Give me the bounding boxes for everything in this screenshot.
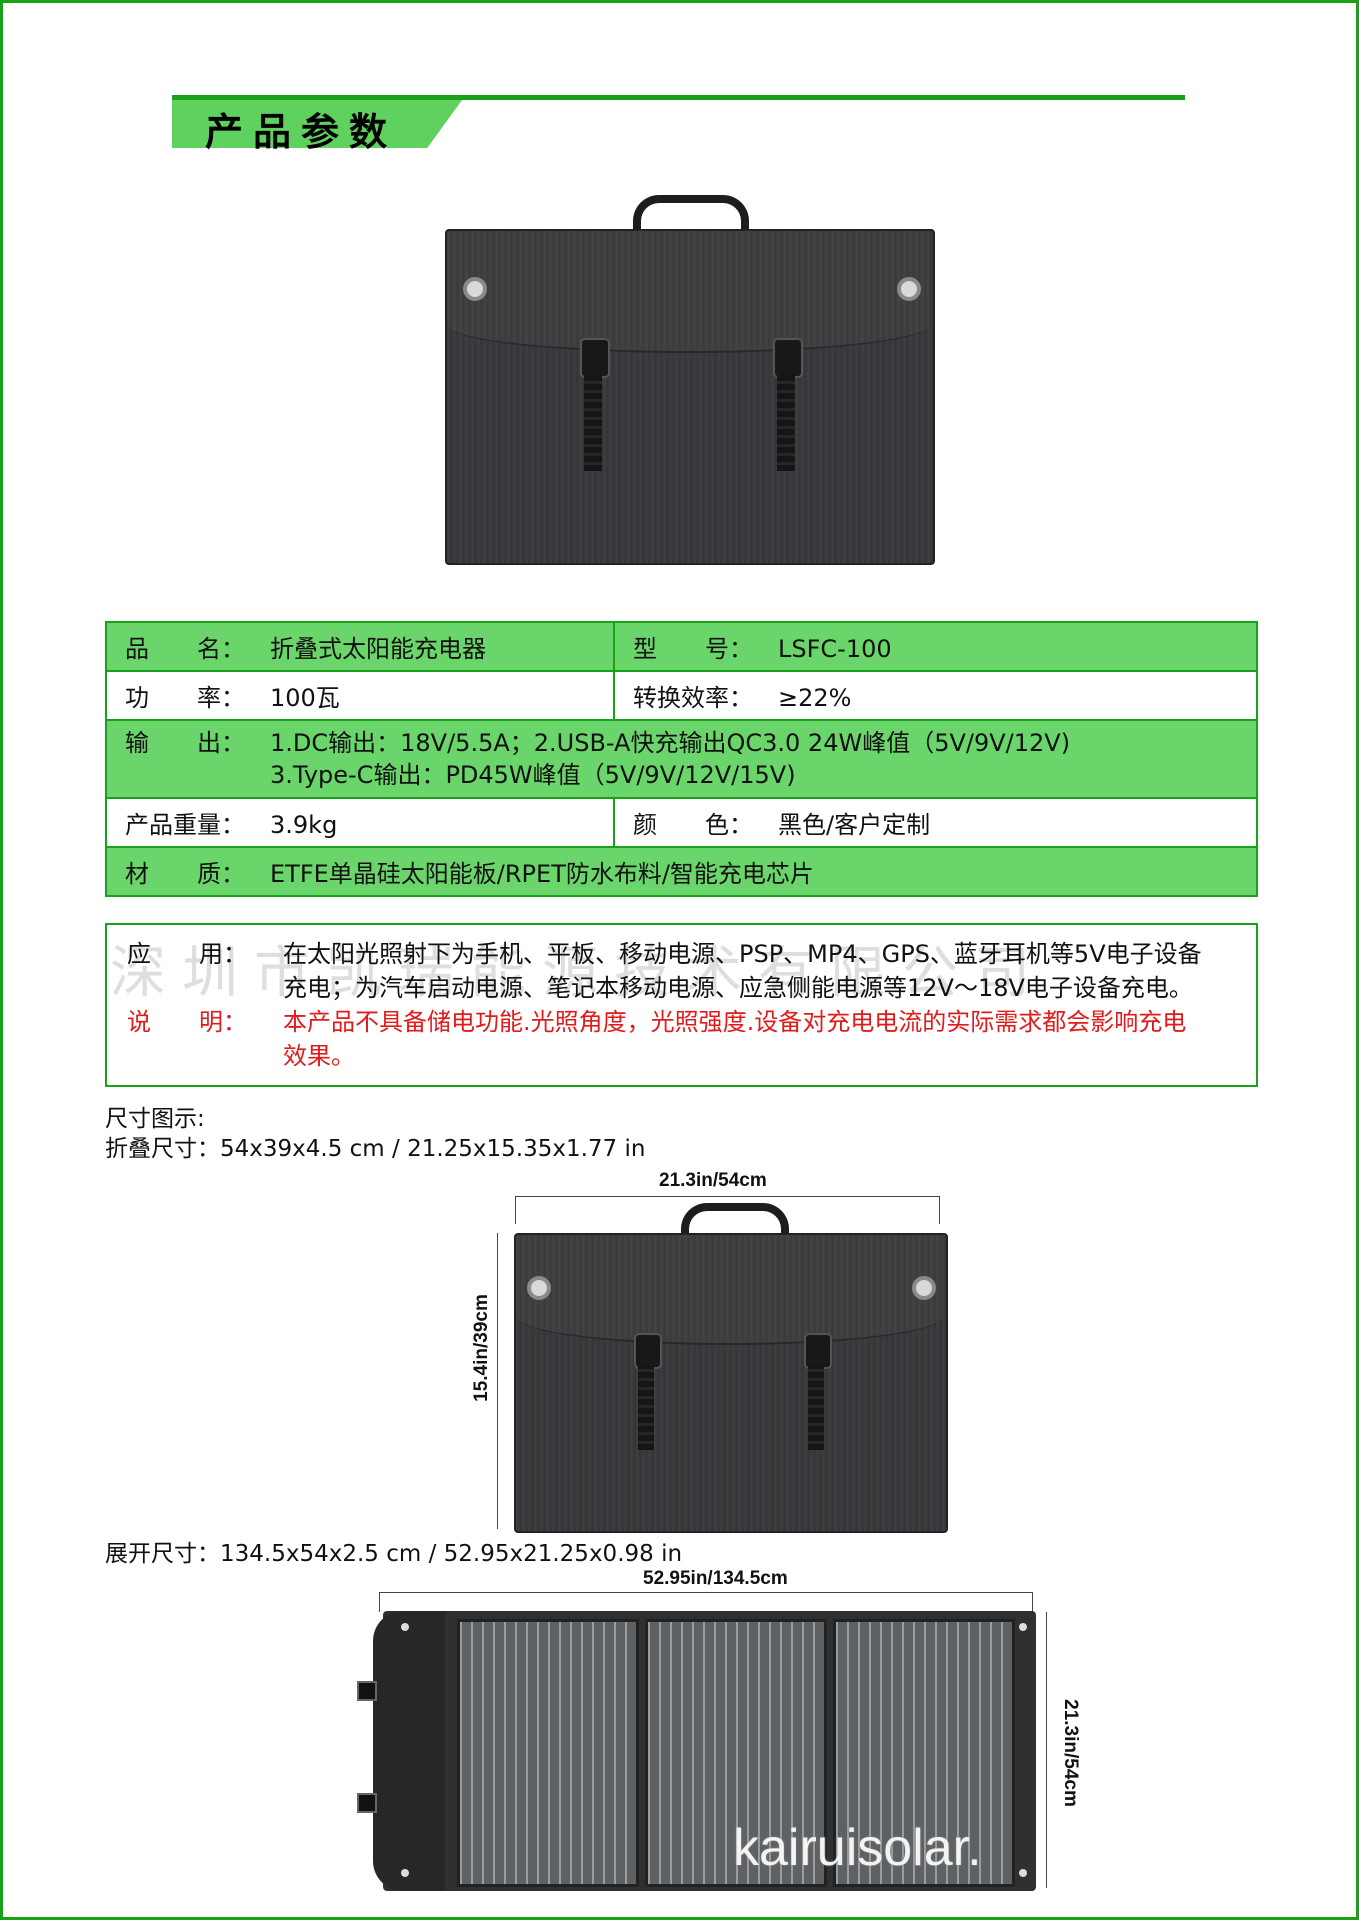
table-row: 材 质： ETFE单晶硅太阳能板/RPET防水布料/智能充电芯片	[105, 846, 1258, 897]
power-value: 100瓦	[270, 684, 340, 712]
application-line2: 充电；为汽车启动电源、笔记本移动电源、应急侧能电源等12V～18V电子设备充电。	[283, 974, 1193, 1002]
company-watermark: 深圳市凯瑞能源技术有限公司	[110, 941, 1046, 1006]
name-value: 折叠式太阳能充电器	[270, 635, 486, 663]
color-label: 颜 色：	[633, 811, 753, 839]
product-image-unfolded	[357, 1611, 1036, 1891]
weight-value: 3.9kg	[270, 811, 338, 839]
unfolded-height-label: 21.3in/54cm	[1060, 1699, 1081, 1807]
product-image-folded	[445, 195, 935, 570]
color-value: 黑色/客户定制	[778, 811, 931, 839]
unfolded-height-line	[1046, 1612, 1047, 1888]
folded-size-text: 折叠尺寸：54x39x4.5 cm / 21.25x15.35x1.77 in	[105, 1136, 646, 1162]
efficiency-label: 转换效率：	[633, 684, 753, 712]
size-heading: 尺寸图示:	[105, 1106, 205, 1132]
dim-tick	[1032, 1592, 1033, 1612]
note-line1: 本产品不具备储电功能.光照角度，光照强度.设备对充电电流的实际需求都会影响充电	[283, 1008, 1187, 1036]
note-label: 说 明：	[127, 1008, 247, 1036]
header-rule	[172, 95, 1185, 100]
output-value-line2: 3.Type-C输出：PD45W峰值（5V/9V/12V/15V)	[270, 761, 796, 789]
folded-height-label: 15.4in/39cm	[471, 1294, 492, 1402]
folded-width-label: 21.3in/54cm	[659, 1170, 767, 1191]
table-row: 品 名： 折叠式太阳能充电器 型 号： LSFC-100	[105, 621, 1258, 672]
application-box	[105, 923, 1258, 1087]
dim-tick	[379, 1592, 380, 1612]
table-row: 产品重量： 3.9kg 颜 色： 黑色/客户定制	[105, 797, 1258, 848]
folded-height-line	[497, 1233, 498, 1529]
unfolded-size-text: 展开尺寸：134.5x54x2.5 cm / 52.95x21.25x0.98 …	[105, 1541, 683, 1567]
application-label: 应 用：	[127, 940, 247, 968]
model-value: LSFC-100	[778, 635, 892, 663]
material-label: 材 质：	[125, 860, 245, 888]
table-row: 功 率： 100瓦 转换效率： ≥22%	[105, 670, 1258, 721]
note-line2: 效果。	[283, 1042, 355, 1070]
power-label: 功 率：	[125, 684, 245, 712]
efficiency-value: ≥22%	[778, 684, 852, 712]
dim-tick	[515, 1196, 516, 1224]
unfolded-width-label: 52.95in/134.5cm	[643, 1568, 788, 1589]
name-label: 品 名：	[125, 635, 245, 663]
page-title: 产品参数	[205, 110, 398, 154]
folded-width-line	[515, 1196, 940, 1197]
product-image-dimensioned	[514, 1203, 948, 1533]
output-value-line1: 1.DC输出：18V/5.5A；2.USB-A快充输出QC3.0 24W峰值（5…	[270, 729, 1071, 757]
table-row: 输 出： 1.DC输出：18V/5.5A；2.USB-A快充输出QC3.0 24W…	[105, 719, 1258, 799]
model-label: 型 号：	[633, 635, 753, 663]
unfolded-width-line	[379, 1592, 1033, 1593]
output-label: 输 出：	[125, 729, 245, 757]
dim-tick	[939, 1196, 940, 1224]
application-line1: 在太阳光照射下为手机、平板、移动电源、PSP、MP4、GPS、蓝牙耳机等5V电子…	[283, 940, 1202, 968]
weight-label: 产品重量：	[125, 811, 245, 839]
brand-watermark: kairuisolar.	[733, 1819, 982, 1877]
spec-table: 品 名： 折叠式太阳能充电器 型 号： LSFC-100 功 率： 100瓦 转换效率…	[105, 621, 1258, 897]
material-value: ETFE单晶硅太阳能板/RPET防水布料/智能充电芯片	[270, 860, 814, 888]
header-tab	[172, 100, 462, 148]
